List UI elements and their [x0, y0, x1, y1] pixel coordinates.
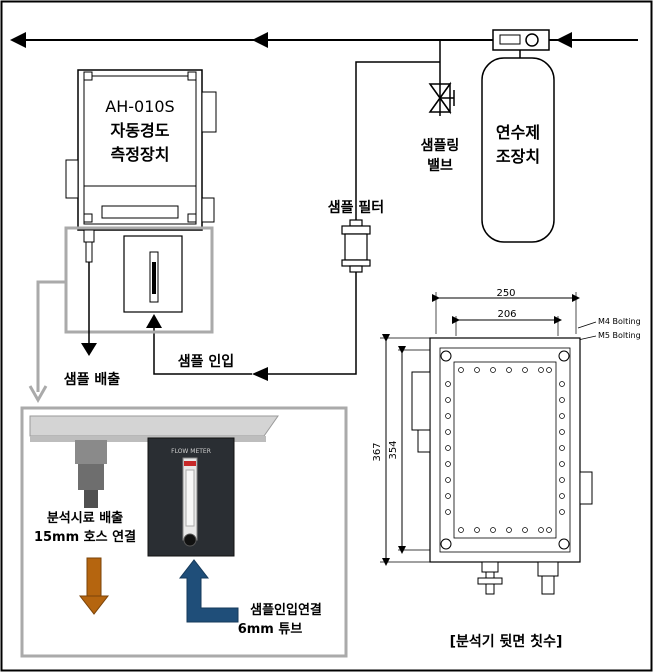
flow-arrow-icon: [10, 32, 26, 48]
dim-height-outer: 367: [372, 442, 383, 461]
sampling-valve: 샘플링 밸브: [421, 40, 460, 174]
flow-meter-label: FLOW METER: [171, 448, 211, 455]
flow-arrow-icon: [556, 32, 572, 48]
inlet-direction-arrow-icon: [178, 559, 239, 623]
softener-label-line1: 연수제: [496, 123, 540, 142]
sample-inlet-label: 샘플 인입: [178, 353, 234, 370]
valve-label-line2: 밸브: [427, 157, 453, 174]
valve-label-line1: 샘플링: [421, 137, 460, 154]
sample-line: [146, 61, 440, 381]
bolt-note-m5: M5 Bolting: [598, 331, 641, 340]
inlet-connection-line2: 6mm 튜브: [238, 622, 303, 637]
drain-arrow-icon: [81, 343, 97, 356]
filter-label: 샘플 필터: [328, 199, 384, 216]
analyzer-name-line1: 자동경도: [111, 121, 170, 140]
softener-label-line2: 조장치: [496, 147, 540, 166]
flow-arrow-icon: [252, 32, 268, 48]
dim-width-inner: 206: [497, 309, 516, 320]
rear-dimension-drawing: 250 206 M4 Bolting M5 Bolting 367 354: [372, 288, 641, 650]
inlet-arrow-icon: [146, 314, 162, 328]
flow-arrow-icon: [252, 367, 268, 381]
photo-detail: FLOW METER 분석시료 배출 15mm 호스 연결 샘플인입연결 6mm…: [20, 406, 348, 658]
detail-callout: [28, 280, 66, 404]
drain-direction-arrow-icon: [78, 557, 110, 615]
water-softener: 연수제 조장치: [481, 29, 555, 243]
dim-height-inner: 354: [388, 440, 399, 459]
bolt-note-m4: M4 Bolting: [598, 317, 641, 326]
sample-drain-label: 샘플 배출: [64, 371, 121, 388]
dimension-caption: [분석기 뒷면 칫수]: [450, 633, 563, 650]
inlet-connection-line1: 샘플인입연결: [250, 602, 322, 618]
sample-filter: 샘플 필터: [328, 199, 384, 273]
drain-connection-line2: 15mm 호스 연결: [34, 529, 136, 545]
analyzer-model: AH-010S: [105, 97, 174, 116]
detail-highlight: [64, 226, 214, 334]
drain-connection-line1: 분석시료 배출: [47, 510, 123, 526]
analyzer-unit: AH-010S 자동경도 측정장치: [64, 69, 217, 356]
analyzer-name-line2: 측정장치: [111, 145, 170, 164]
dim-width-outer: 250: [496, 288, 515, 299]
